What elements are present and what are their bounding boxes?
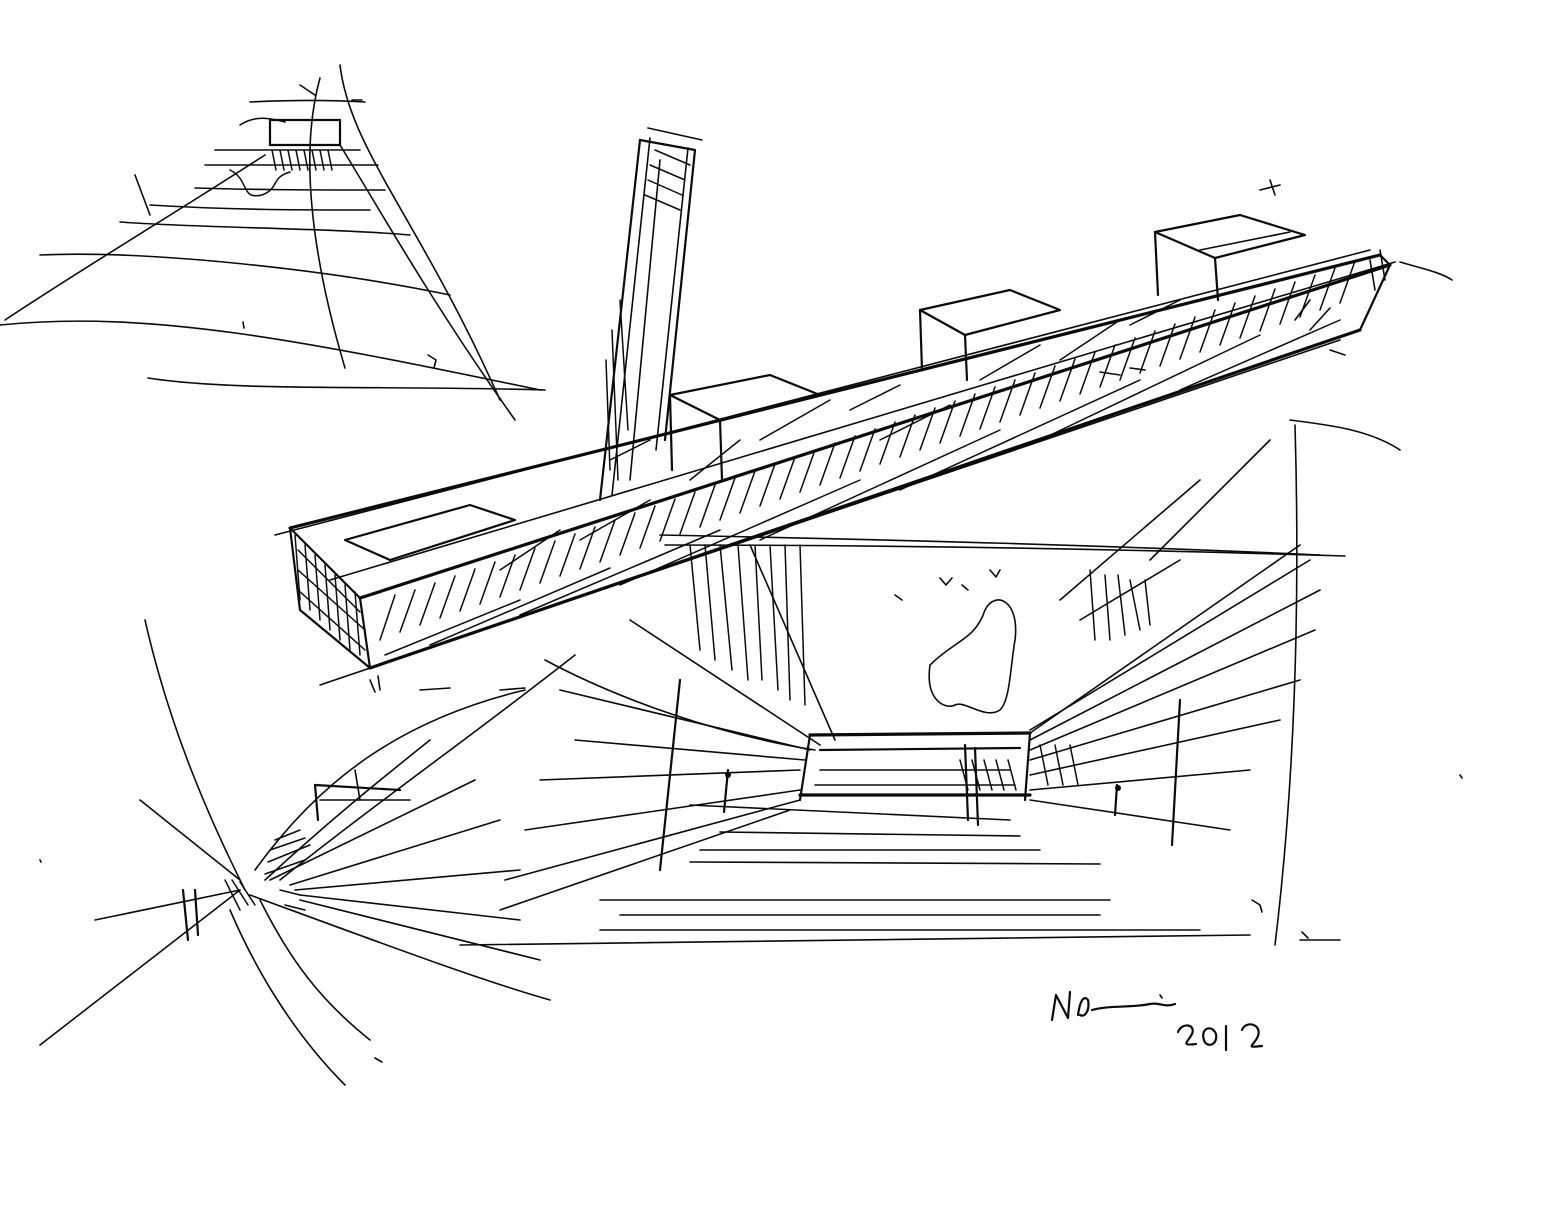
long-bar-building-sketch [274, 179, 1453, 693]
top-left-perspective-sketch [0, 64, 546, 421]
bottom-left-perspective-sketch [39, 619, 576, 1086]
tower-sketch [598, 127, 703, 502]
stray-ink-marks [39, 99, 1463, 863]
interior-perspective-sketch [459, 419, 1401, 946]
artist-signature [1050, 990, 1264, 1052]
